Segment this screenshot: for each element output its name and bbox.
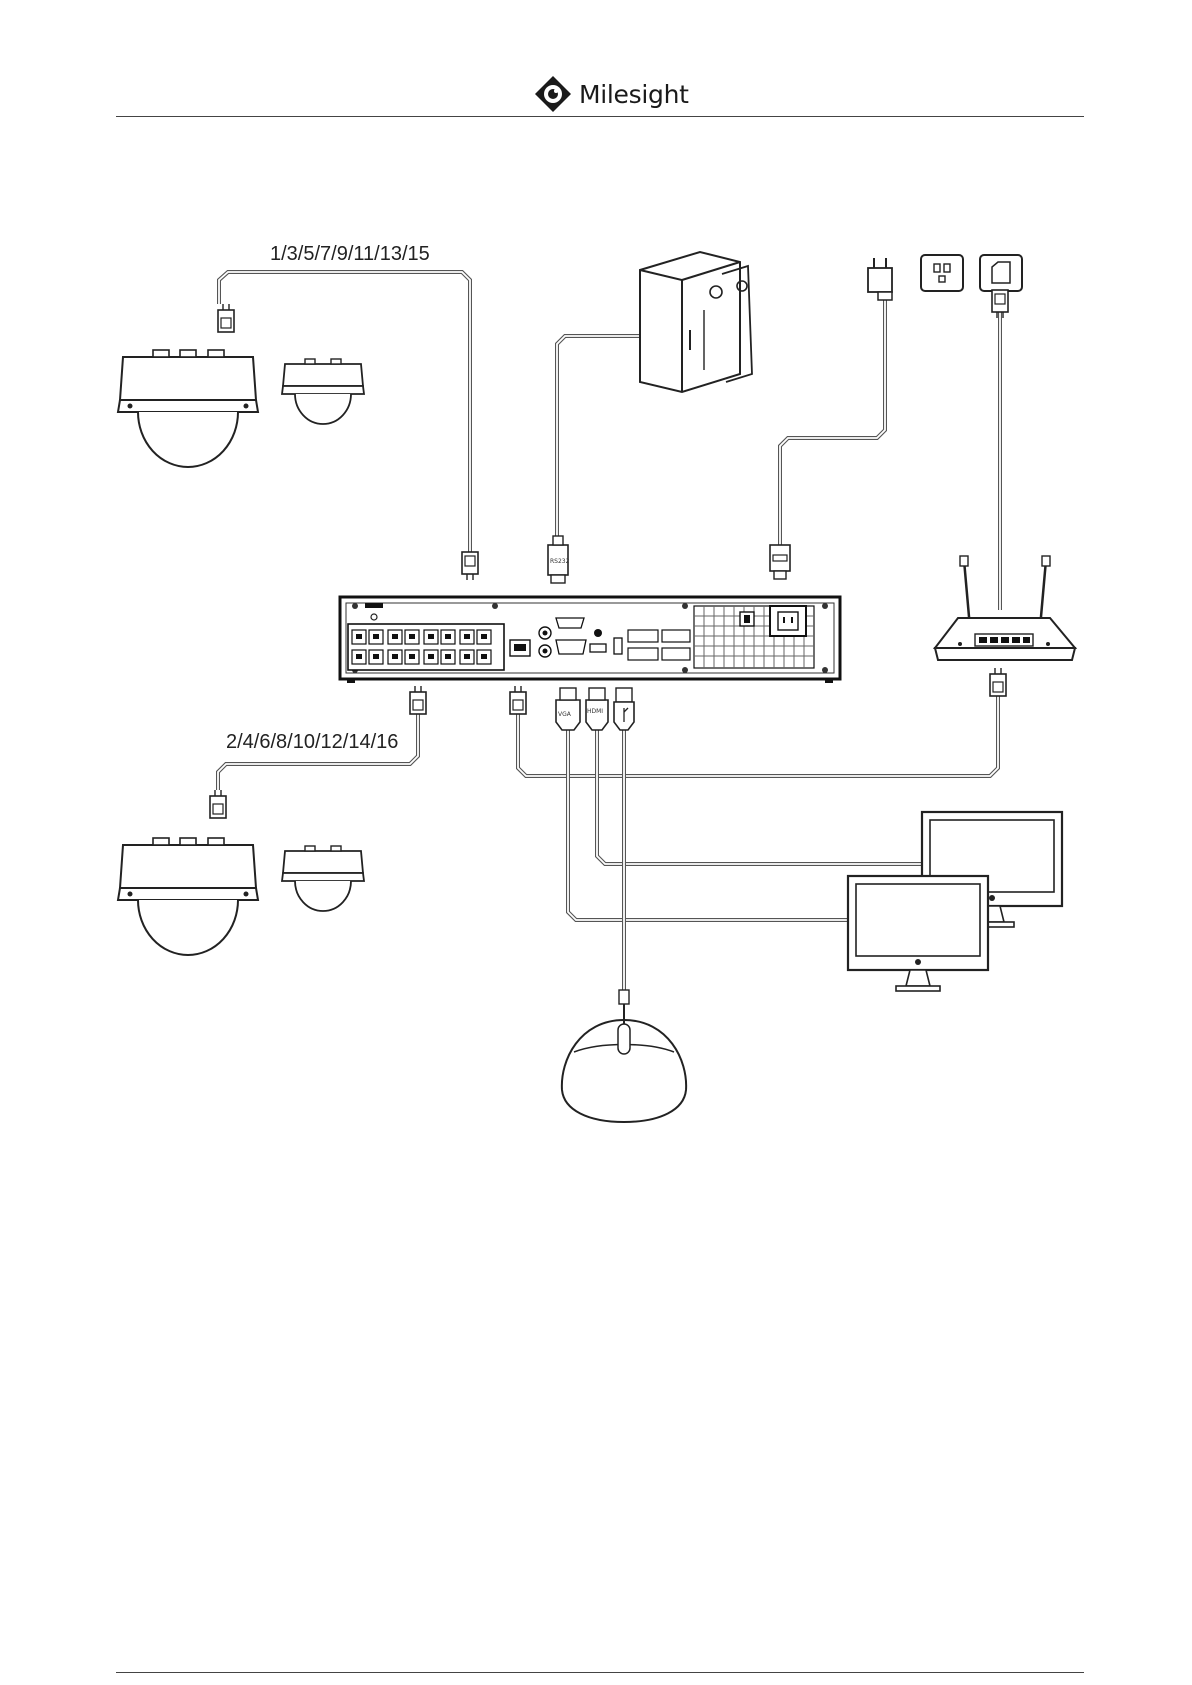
rj45-connector-lan-icon bbox=[510, 686, 526, 714]
power-plug-connector-icon bbox=[770, 545, 790, 579]
power-adapter-icon bbox=[868, 258, 892, 300]
cable-storage bbox=[557, 336, 648, 548]
router-icon bbox=[935, 556, 1075, 660]
monitor-vga-icon bbox=[848, 876, 988, 991]
hdmi-connector-label: HDMI bbox=[587, 708, 603, 715]
footer-divider bbox=[116, 1672, 1084, 1673]
rj45-connector-camera-top-icon bbox=[462, 552, 478, 580]
rj45-connector-router-icon bbox=[990, 668, 1006, 696]
dome-camera-small-top-icon bbox=[282, 359, 364, 424]
storage-connector-icon: RS232 bbox=[548, 536, 570, 583]
hdmi-connector-icon: HDMI bbox=[586, 688, 608, 730]
dome-camera-small-bottom-icon bbox=[282, 846, 364, 911]
mouse-icon bbox=[562, 990, 686, 1122]
storage-connector-label: RS232 bbox=[550, 558, 570, 565]
bottom-ports-label: 2/4/6/8/10/12/14/16 bbox=[226, 731, 398, 753]
dome-camera-large-top-icon bbox=[118, 350, 258, 467]
cable-power bbox=[780, 298, 885, 545]
cable-vga bbox=[568, 730, 848, 920]
dome-camera-large-bottom-icon bbox=[118, 838, 258, 955]
storage-device-icon bbox=[640, 252, 752, 392]
vga-connector-label: VGA bbox=[558, 711, 572, 718]
top-ports-label: 1/3/5/7/9/11/13/15 bbox=[270, 243, 430, 265]
rj45-connector-bottom-camera-icon bbox=[210, 790, 226, 818]
power-outlet-icon bbox=[921, 255, 963, 291]
vga-connector-icon: VGA bbox=[556, 688, 580, 730]
rj45-connector-top-camera-icon bbox=[218, 304, 234, 332]
network-wall-jack-icon bbox=[980, 255, 1022, 291]
cable-hdmi bbox=[597, 730, 922, 864]
nvr-rear-panel-icon bbox=[340, 597, 840, 683]
rj45-connector-camera-bottom-icon bbox=[410, 686, 426, 714]
usb-connector-icon bbox=[614, 688, 634, 730]
